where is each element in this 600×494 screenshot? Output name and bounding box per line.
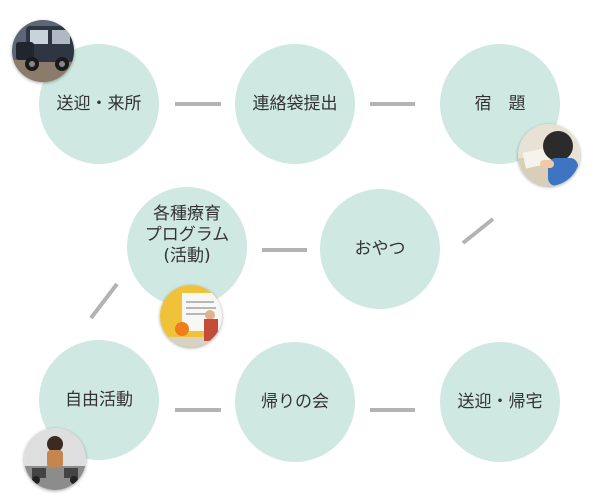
- connector-line: [461, 217, 495, 245]
- child-playing-photo-icon: [24, 428, 86, 490]
- step-label: 送迎・来所: [56, 93, 142, 114]
- connector-line: [89, 282, 119, 320]
- step-label-line: 各種療育: [153, 203, 221, 224]
- step-label: おやつ: [354, 238, 406, 259]
- step-label: 宿 題: [474, 93, 526, 114]
- step-snack: おやつ: [320, 189, 440, 309]
- step-pickup: 送迎・来所: [39, 44, 159, 164]
- step-label: 帰りの会: [261, 391, 329, 412]
- step-label-line: (活動): [163, 245, 211, 266]
- step-meeting: 帰りの会: [235, 342, 355, 462]
- van-photo-icon: [12, 20, 74, 82]
- classroom-activity-photo-icon: [160, 285, 222, 347]
- child-studying-photo-icon: [518, 124, 580, 186]
- step-label: 連絡袋提出: [252, 93, 338, 114]
- step-label: 送迎・帰宅: [457, 391, 543, 412]
- step-label: 自由活動: [65, 389, 133, 410]
- step-home: 送迎・帰宅: [440, 342, 560, 462]
- step-notebook: 連絡袋提出: [235, 44, 355, 164]
- step-label: 各種療育 プログラム (活動): [145, 204, 230, 267]
- step-label-line: プログラム: [144, 224, 230, 245]
